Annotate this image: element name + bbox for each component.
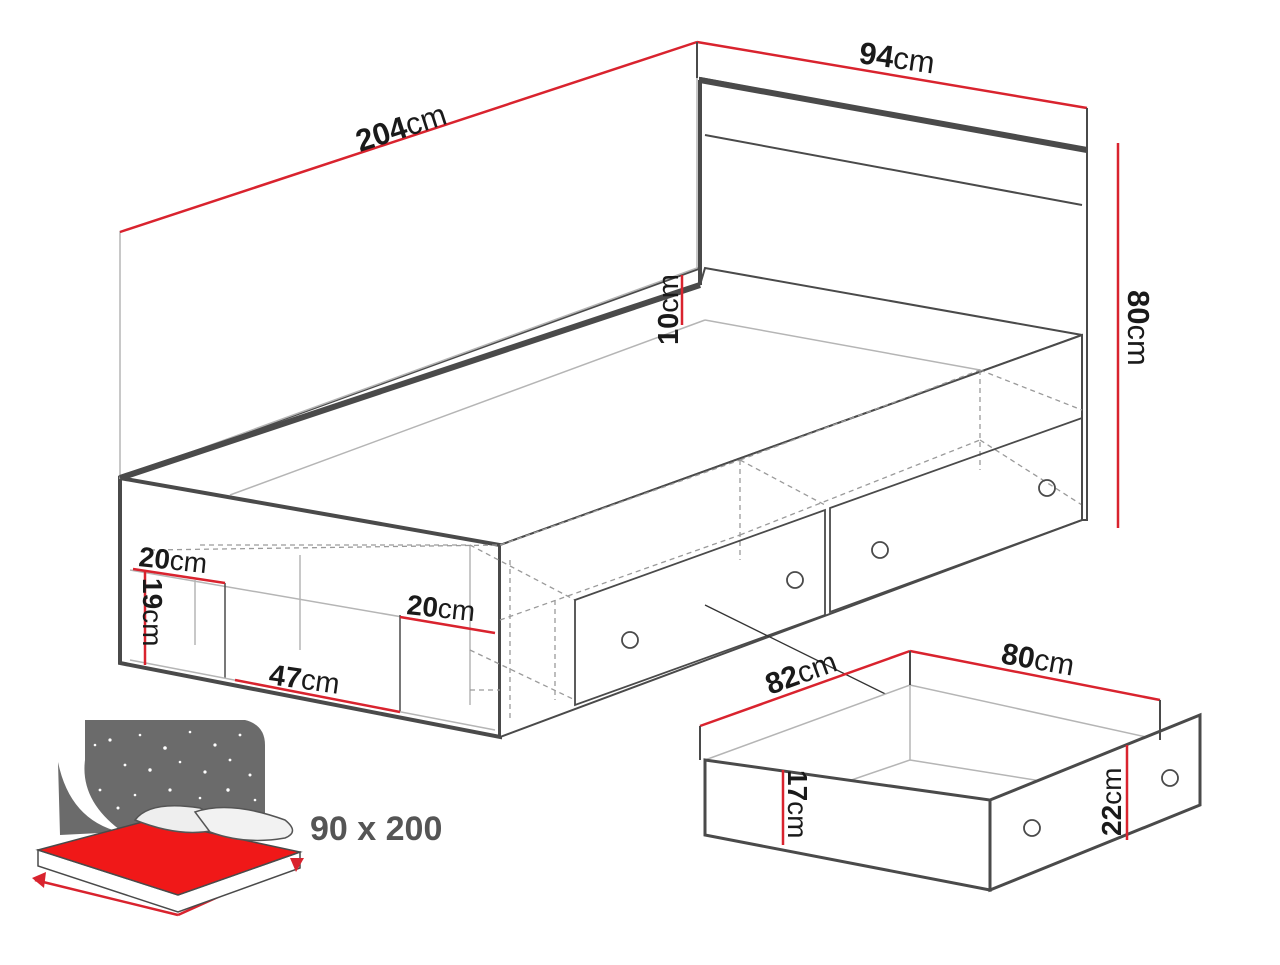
drawer-box-front [988,712,1202,893]
dashed-line [149,544,501,551]
dim-line-width [696,40,1088,110]
dashed-line [499,459,741,546]
platform-line-3 [129,479,501,546]
dim-line-mattress [34,878,179,917]
mattress-with-pillows-icon [32,720,304,913]
arrow-left-icon [32,872,46,888]
dashed-line [469,649,576,701]
bed-drawers [574,416,1083,707]
label-drawer-inner-height: 17cm [782,770,813,838]
drawer-detail [703,684,1202,893]
mattress-size-label: 90 x 200 [310,810,442,848]
label-side-rail-height: 10cm [653,274,685,345]
star-icons [93,730,257,810]
back-rail-bottom-edge [119,282,701,481]
dim-line-length [119,40,698,234]
label-shelf-depth-left: 20cm [137,541,208,579]
label-shelf-width: 47cm [267,659,342,701]
label-drawer-depth: 82cm [761,645,841,701]
dim-line-drawer-width [909,649,1161,702]
bed-extra-lines [696,42,1161,760]
dim-line-shelf-depth-left [132,567,226,585]
drawer-knob-icon [621,631,639,649]
label-drawer-width: 80cm [999,637,1077,682]
arrow-right-icon [290,858,304,872]
label-shelf-depth-right: 20cm [405,589,476,627]
crescent-moon-icon [58,762,120,835]
hidden-storage-lines [149,369,1083,720]
dashed-line [979,369,1083,411]
dashed-line [979,439,1083,506]
dim-line-shelf-width [234,678,401,714]
dim-line-drawer-depth [699,649,911,728]
drawer-knob-icon [871,541,889,559]
drawer-front-2 [829,416,1083,614]
pillow-icon [193,806,294,842]
dim-line-shelf-depth-right [399,615,496,635]
dashed-line [739,369,981,461]
label-shelf-height: 19cm [137,578,168,646]
label-drawer-front-height: 22cm [1096,768,1127,836]
dashed-line [739,459,826,506]
drawer-knob-icon [1023,819,1041,837]
dashed-line [739,439,981,536]
drawer-knob-icon [1038,479,1056,497]
dashed-line [469,544,576,601]
headboard-top-edge [699,77,1088,153]
platform-line-1 [229,319,706,496]
drawer-knob-icon [786,571,804,589]
night-sky-icon [84,720,265,830]
bed-frame [118,40,1088,740]
drawer-knob-icon [1161,769,1179,787]
drawer-front-1 [574,508,826,707]
platform-line-2 [704,319,981,371]
headboard-trim-line [704,134,1083,206]
label-headboard-height: 80cm [1121,290,1156,366]
label-bed-width: 94cm [857,35,937,80]
dashed-line [499,534,741,621]
